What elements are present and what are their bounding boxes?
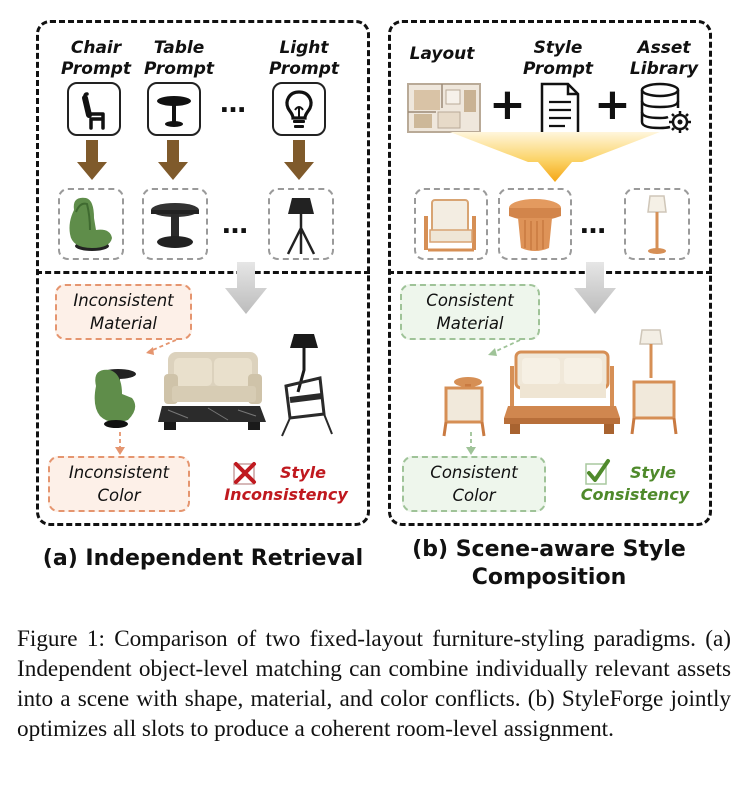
composed-table-thumbnail	[498, 188, 572, 260]
annotation-arrow-icon	[488, 339, 521, 356]
layout-label: Layout	[409, 44, 475, 64]
plus-sign: +	[594, 79, 631, 130]
annotation-arrow-icon	[146, 339, 177, 355]
style-consistency-label: Style Consistency	[580, 463, 690, 504]
chair-icon	[67, 82, 121, 136]
down-arrow-icon	[158, 140, 188, 180]
plus-sign: +	[489, 79, 526, 130]
funnel-arrow-icon	[450, 132, 660, 182]
composed-lamp-thumbnail	[624, 188, 690, 260]
panel-a-title: (a) Independent Retrieval	[42, 546, 364, 571]
check-mark-icon	[585, 459, 610, 485]
table-prompt-label: Table Prompt	[143, 38, 214, 79]
down-arrow-icon	[284, 140, 314, 180]
document-icon	[540, 82, 580, 136]
cross-mark-icon	[233, 462, 256, 485]
retrieved-table-thumbnail	[142, 188, 208, 260]
floorplan-icon	[407, 83, 481, 133]
scene-b-illustration	[442, 329, 678, 437]
scene-a-illustration	[94, 334, 333, 437]
down-arrow-icon	[77, 140, 107, 180]
retrieved-chair-thumbnail	[58, 188, 124, 260]
consistent-color-annotation: Consistent Color	[402, 456, 546, 512]
ellipsis: …	[220, 89, 248, 119]
panel-a-divider	[36, 271, 370, 274]
lightbulb-icon	[272, 82, 326, 136]
big-down-arrow-icon	[225, 262, 267, 314]
chair-prompt-label: Chair Prompt	[60, 38, 131, 79]
composed-armchair-thumbnail	[414, 188, 488, 260]
big-down-arrow-icon	[574, 262, 616, 314]
retrieved-lamp-thumbnail	[268, 188, 334, 260]
consistent-material-annotation: Consistent Material	[400, 284, 540, 340]
inconsistent-color-annotation: Inconsistent Color	[48, 456, 190, 512]
ellipsis: …	[222, 210, 250, 240]
style-prompt-label: Style Prompt	[522, 38, 593, 79]
ellipsis: …	[580, 210, 608, 240]
figure-caption: Figure 1: Comparison of two fixed-layout…	[17, 626, 731, 742]
asset-library-label: Asset Library	[629, 38, 699, 79]
annotation-arrow-icon	[466, 432, 476, 455]
light-prompt-label: Light Prompt	[268, 38, 339, 79]
style-inconsistency-label: Style Inconsistency	[224, 463, 348, 504]
database-gear-icon	[640, 82, 691, 133]
panel-b-title: (b) Scene-aware Style Composition	[412, 537, 686, 590]
annotation-arrow-icon	[115, 432, 125, 455]
inconsistent-material-annotation: Inconsistent Material	[55, 284, 192, 340]
table-icon	[147, 82, 201, 136]
panel-b-divider	[388, 271, 712, 274]
